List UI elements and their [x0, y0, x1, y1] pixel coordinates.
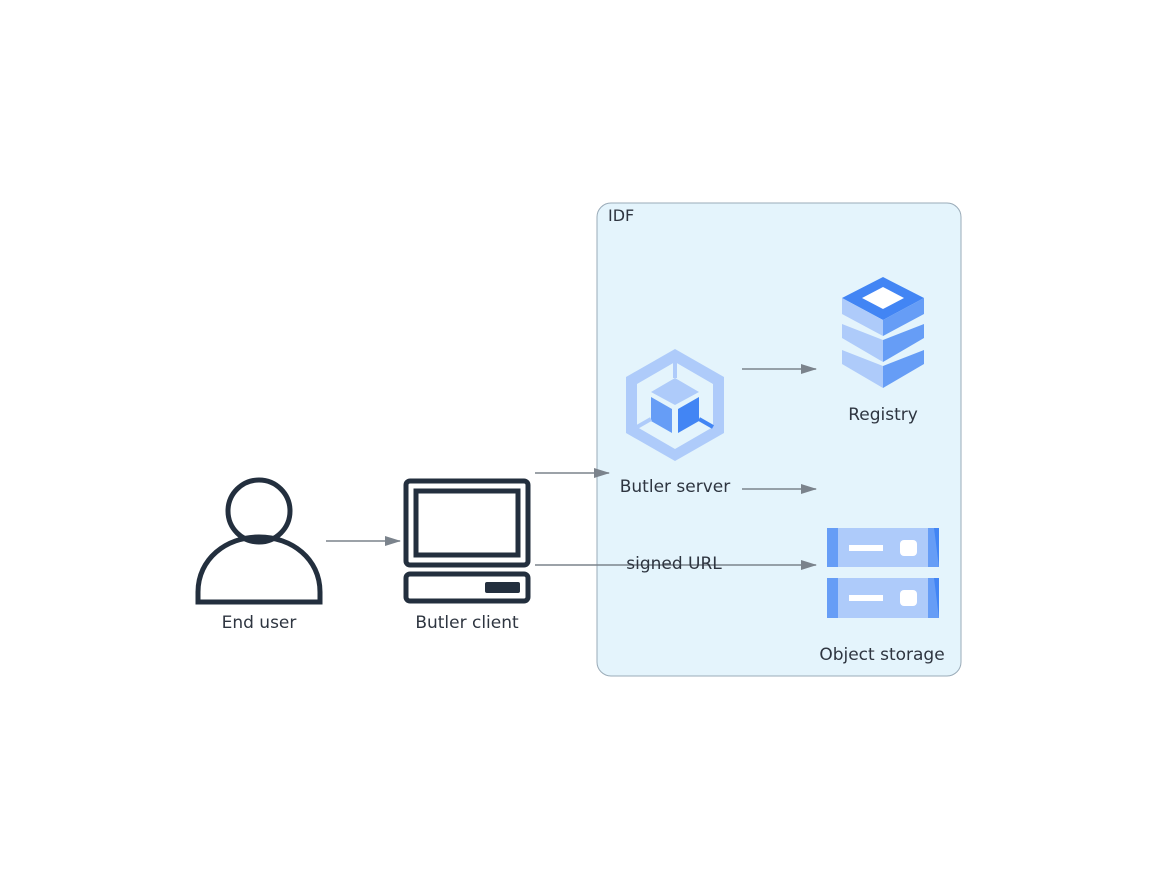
- idf-cluster-label: IDF: [608, 206, 634, 225]
- butler-client-node: Butler client: [403, 478, 531, 633]
- butler-client-label: Butler client: [415, 613, 519, 633]
- edges: signed URL: [326, 364, 817, 574]
- object-storage-label: Object storage: [819, 645, 944, 665]
- storage-server-icon: [827, 528, 939, 618]
- kubernetes-engine-icon: [626, 349, 724, 461]
- registry-node: Registry: [842, 277, 924, 425]
- butler-server-node: Butler server: [620, 349, 731, 497]
- database-stack-icon: [842, 277, 924, 388]
- registry-label: Registry: [848, 405, 918, 425]
- object-storage-node: Object storage: [819, 528, 945, 665]
- butler-server-label: Butler server: [620, 477, 731, 497]
- end-user-label: End user: [222, 613, 297, 633]
- end-user-node: End user: [195, 477, 323, 633]
- user-icon: [195, 477, 323, 605]
- computer-icon: [403, 478, 531, 604]
- signed-url-edge-label: signed URL: [626, 554, 722, 574]
